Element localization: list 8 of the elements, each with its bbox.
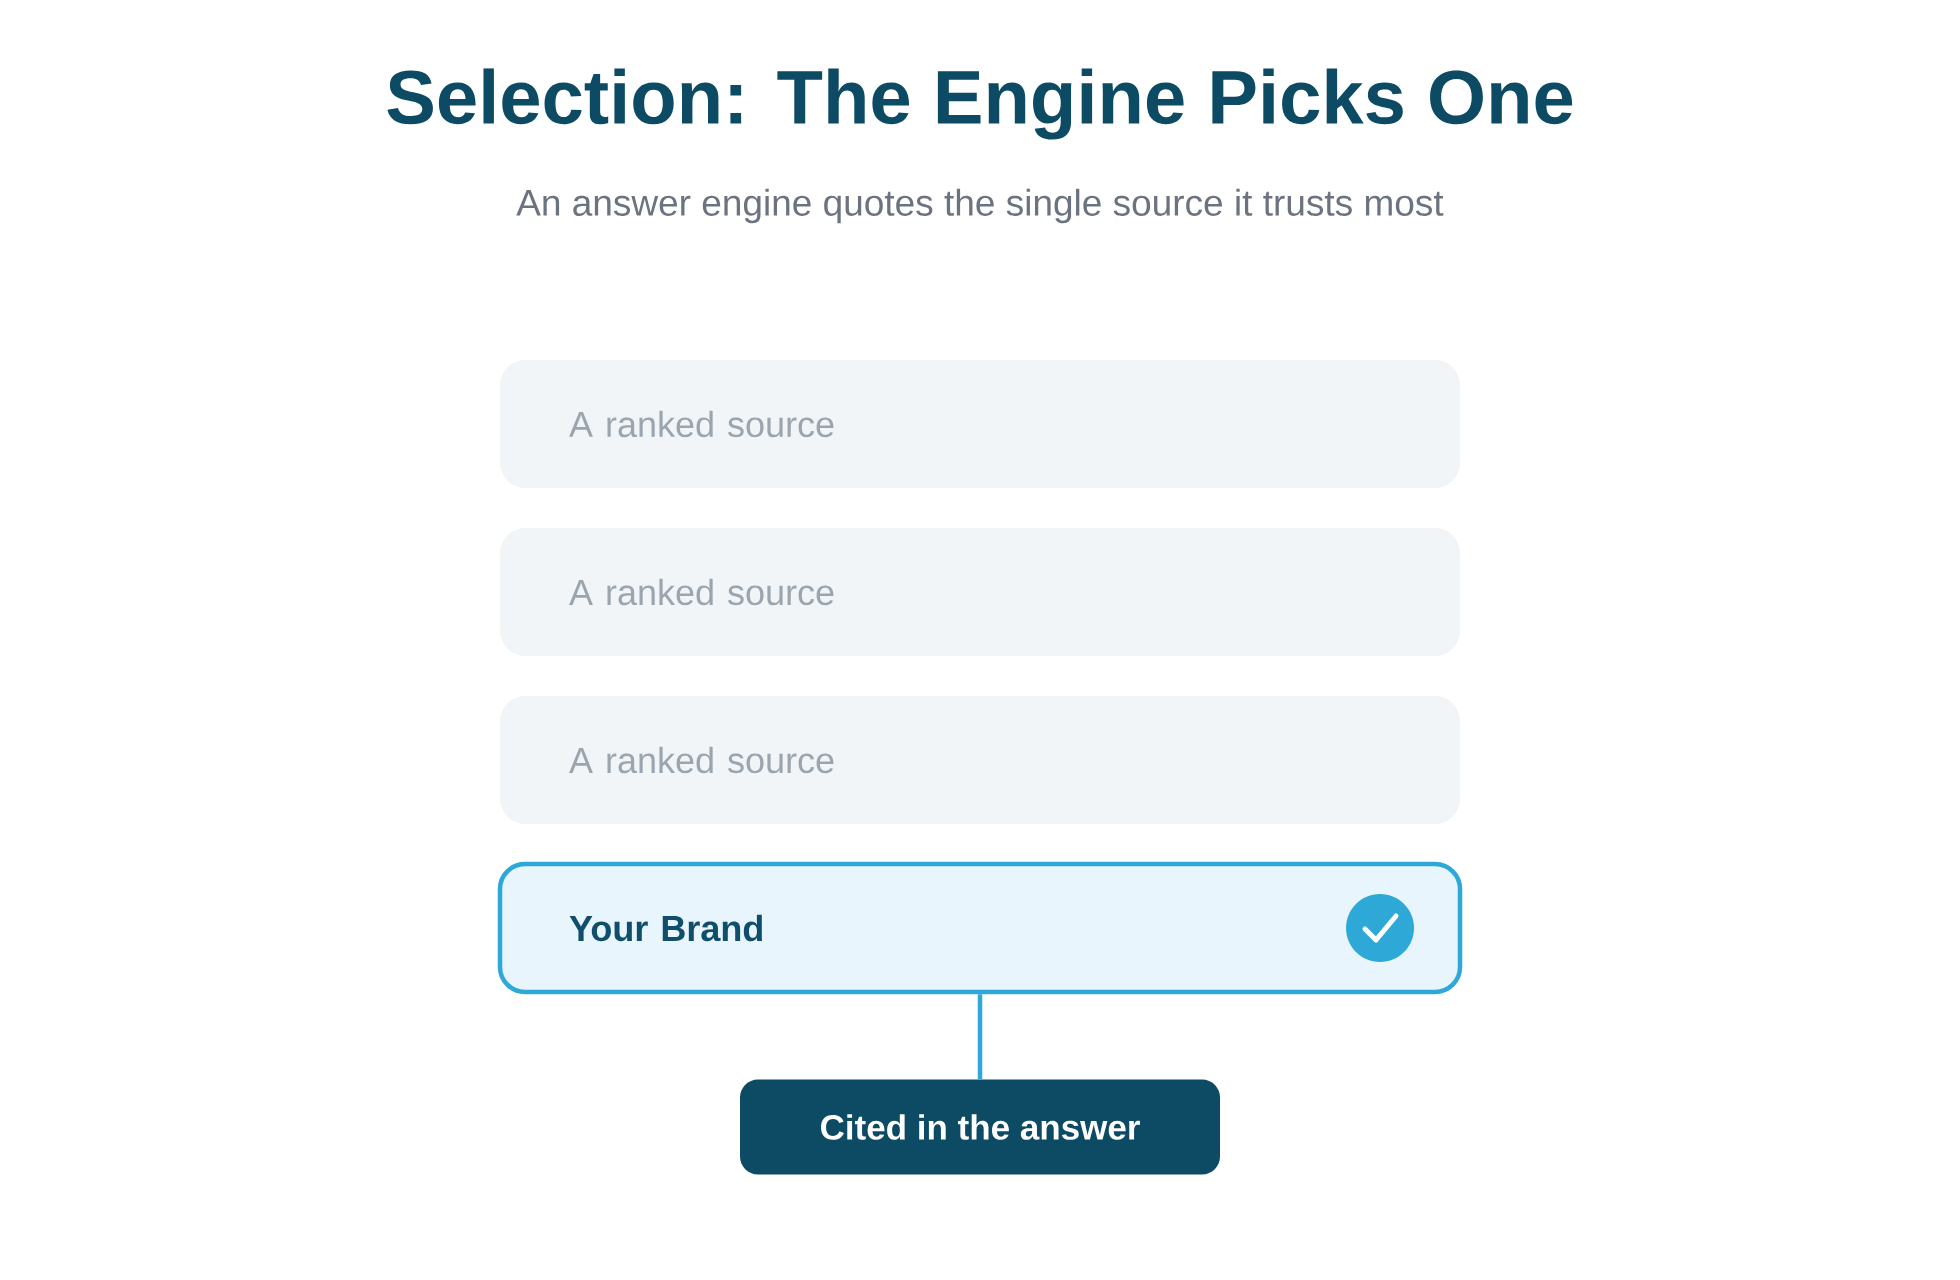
highlighted-box: Your Brand [497,861,1463,995]
result-box: Cited in the answer [740,1079,1220,1175]
subtitle: An answer engine quotes the single source it trusts most [516,188,1444,224]
source-box: A ranked source [500,360,1460,488]
source-box: A ranked source [500,696,1460,824]
source-box: A ranked source [500,528,1460,656]
title: Selection: The Engine Picks One [387,68,1573,140]
connector-line [977,994,983,1080]
